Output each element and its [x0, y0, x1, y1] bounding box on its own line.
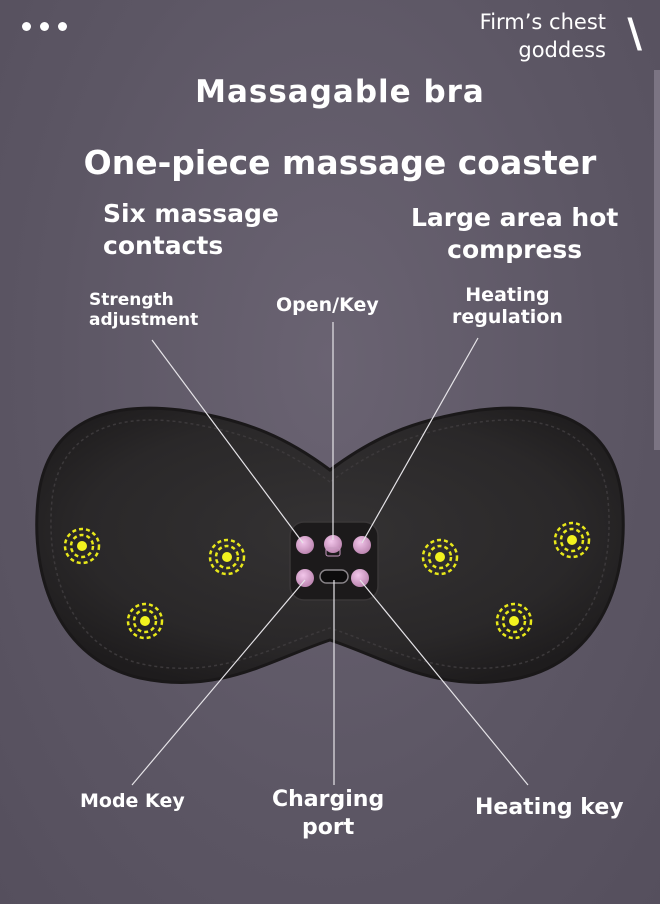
contact-3	[126, 602, 164, 640]
page-title: Massagable bra	[195, 74, 485, 110]
label-strength-line-1: Strength	[89, 290, 174, 310]
brand-line-1: Firm’s chest	[479, 10, 606, 34]
line-strength	[151, 339, 304, 544]
line-heating-regulation	[361, 337, 479, 544]
contact-2	[208, 538, 246, 576]
contact-centers	[77, 535, 577, 626]
label-strength-adjustment: Strength adjustment	[89, 290, 198, 330]
label-heating-regulation-line-1: Heating	[465, 284, 550, 306]
feature-right-line-2: compress	[447, 235, 583, 264]
contact-5	[553, 521, 591, 559]
feature-left-line-1: Six massage	[103, 199, 279, 228]
brand-watermark: Firm’s chest goddess	[480, 8, 606, 64]
feature-left-line-2: contacts	[103, 231, 224, 260]
feature-massage-contacts: Six massage contacts	[103, 198, 279, 262]
massage-contacts	[63, 521, 591, 640]
feature-hot-compress: Large area hot compress	[411, 202, 618, 266]
contact-4	[421, 538, 459, 576]
label-heating-regulation: Heating regulation	[452, 284, 563, 328]
more-options-icon[interactable]	[22, 22, 67, 31]
heat-regulation-button	[353, 536, 371, 554]
page-subtitle: One-piece massage coaster	[83, 143, 597, 182]
contact-1	[63, 527, 101, 565]
heating-button	[351, 569, 369, 587]
line-heating-key	[359, 579, 529, 786]
label-heating-regulation-line-2: regulation	[452, 306, 563, 328]
contact-6	[495, 602, 533, 640]
edge-strip	[654, 70, 660, 450]
label-charging-port: Charging port	[272, 786, 384, 842]
label-strength-line-2: adjustment	[89, 310, 199, 330]
label-mode-key: Mode Key	[80, 790, 185, 812]
feature-right-line-1: Large area hot	[411, 203, 619, 232]
slash-mark: \	[627, 11, 642, 57]
heat-icon	[325, 547, 341, 557]
label-charging-line-1: Charging	[272, 787, 385, 812]
label-open-key: Open/Key	[276, 294, 379, 316]
leader-lines	[131, 322, 529, 786]
strength-button	[296, 536, 314, 554]
brand-line-2: goddess	[518, 38, 606, 62]
label-charging-line-2: port	[301, 815, 355, 840]
label-heating-key: Heating key	[475, 795, 624, 820]
mode-button	[296, 569, 314, 587]
pad-stitch	[50, 419, 610, 670]
line-mode-key	[131, 579, 306, 786]
